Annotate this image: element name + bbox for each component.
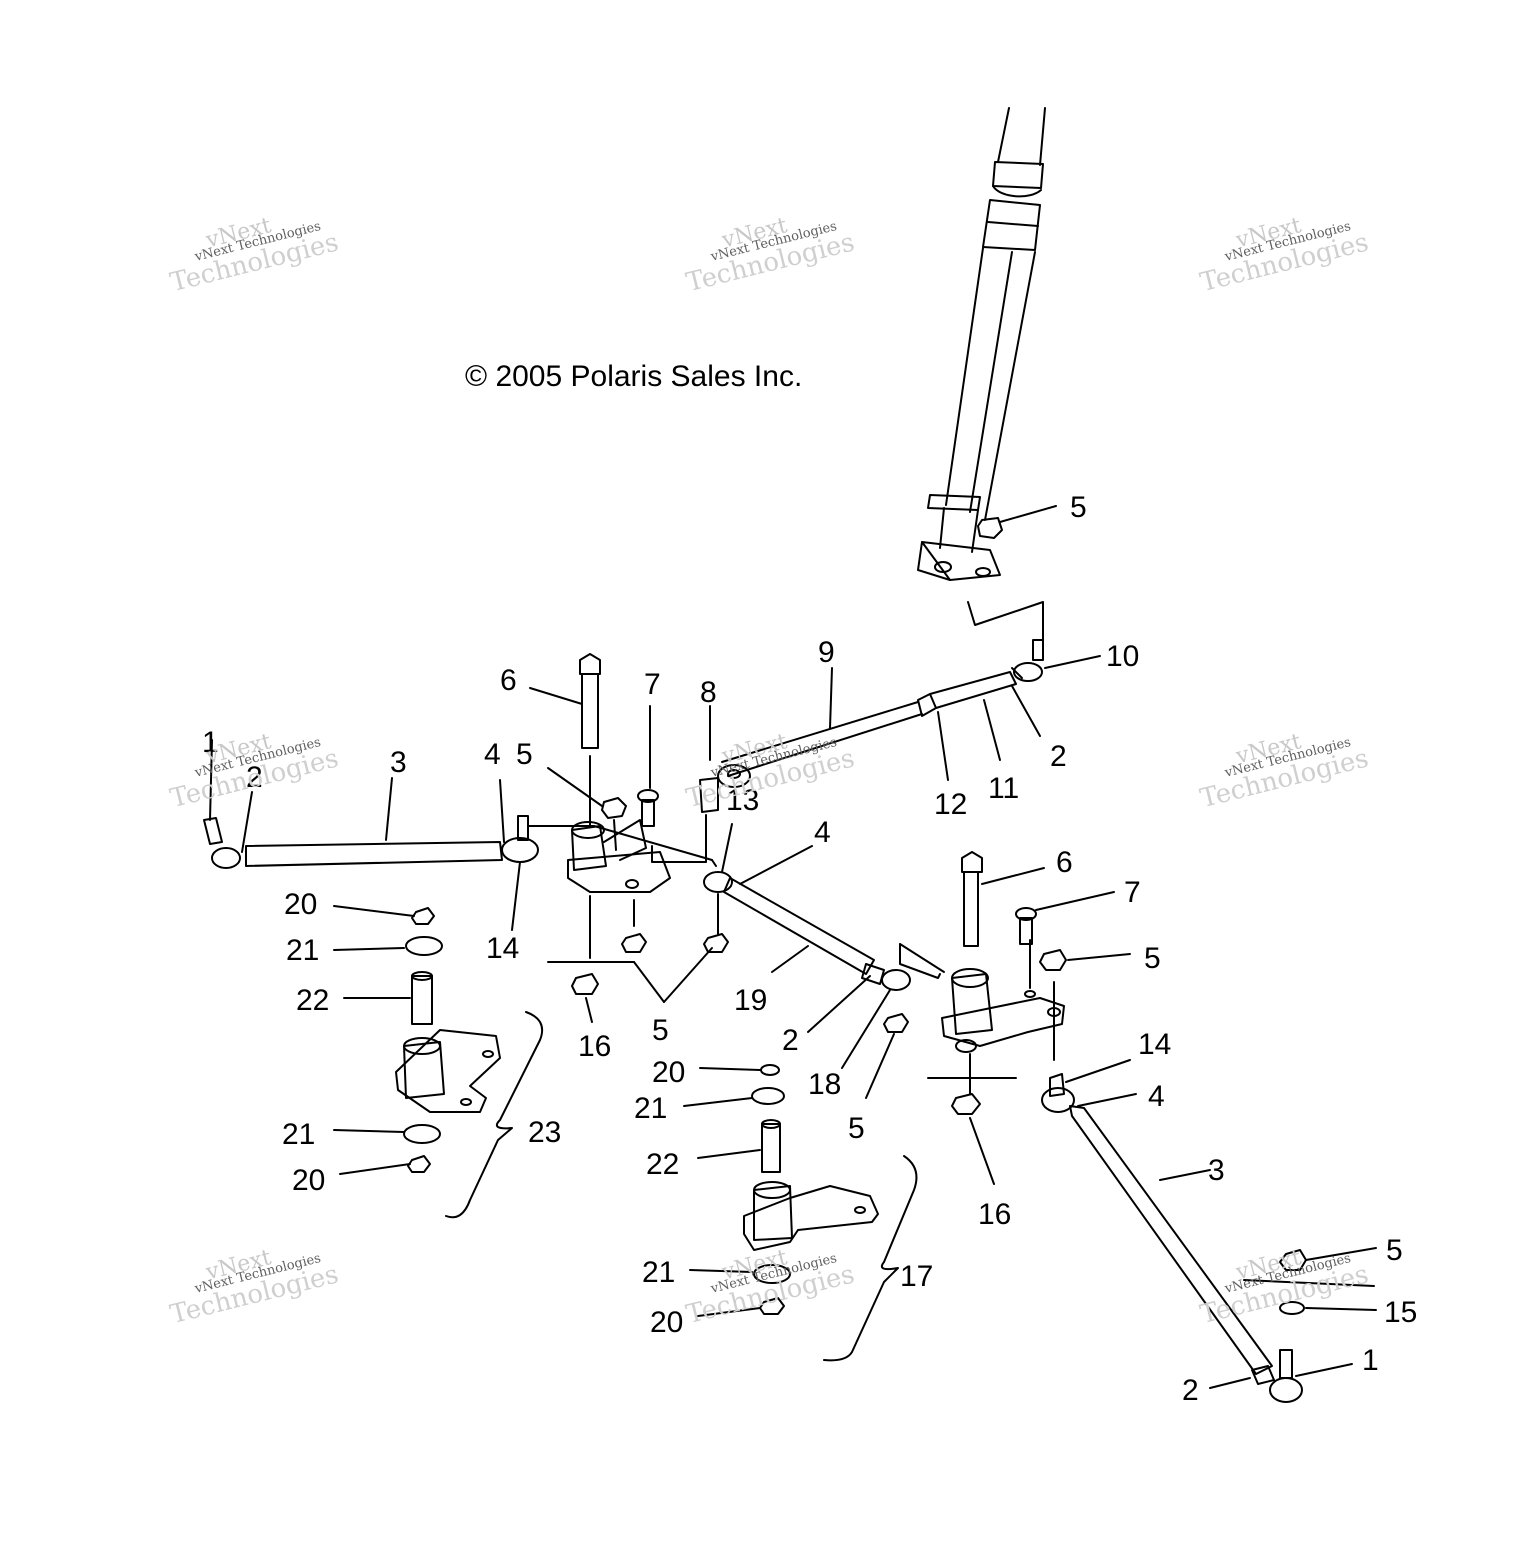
callout-labels: 1 2 3 4 5 6 7 8 9 10 2 11 12 13 4 5 20 2…	[202, 491, 1417, 1407]
callout-5-column: 5	[1070, 491, 1087, 524]
break-line	[967, 601, 1044, 641]
callout-5-right: 5	[1144, 942, 1161, 975]
callout-21-center-upper: 21	[634, 1092, 667, 1125]
callout-2-center: 2	[782, 1024, 799, 1057]
copyright-notice: © 2005 Polaris Sales Inc.	[465, 360, 803, 393]
nut-center	[865, 1013, 909, 1099]
callout-20-left-lower: 20	[292, 1164, 325, 1197]
callout-16-right: 16	[978, 1198, 1011, 1231]
callout-5-end: 5	[1386, 1234, 1403, 1267]
callout-5-center: 5	[848, 1112, 865, 1145]
callout-12: 12	[934, 788, 967, 821]
callout-19: 19	[734, 984, 767, 1017]
tie-rod-end-right	[1011, 639, 1101, 682]
tie-rod-right	[1041, 1059, 1353, 1403]
column-nut	[977, 505, 1057, 539]
callout-22-center: 22	[646, 1148, 679, 1181]
nut-left-upper	[547, 767, 627, 851]
callout-1-left: 1	[202, 726, 219, 759]
callout-23: 23	[528, 1116, 561, 1149]
callout-11: 11	[988, 772, 1019, 805]
callout-13: 13	[726, 784, 759, 817]
callout-5-lower-left: 5	[652, 1014, 669, 1047]
center-link	[703, 823, 911, 1069]
steering-column	[917, 107, 1046, 581]
nut-right-lower	[951, 1093, 995, 1185]
tie-rod-left	[203, 739, 539, 931]
callout-7-right: 7	[1124, 876, 1141, 909]
callout-21-left-lower: 21	[282, 1118, 315, 1151]
callout-6-right: 6	[1056, 846, 1073, 879]
callout-20-center-lower: 20	[650, 1306, 683, 1339]
callout-1-right: 1	[1362, 1344, 1379, 1377]
callout-6-left: 6	[500, 664, 517, 697]
callout-4-center: 4	[814, 816, 831, 849]
callout-16-left: 16	[578, 1030, 611, 1063]
callout-10: 10	[1106, 640, 1139, 673]
callout-3-right: 3	[1208, 1154, 1225, 1187]
callout-17: 17	[900, 1260, 933, 1293]
callout-2-drag-link: 2	[1050, 740, 1067, 773]
callout-14-right: 14	[1138, 1028, 1171, 1061]
callout-20-left-upper: 20	[284, 888, 317, 921]
bolt-left	[529, 653, 601, 827]
lower-nuts-left	[547, 933, 729, 1023]
callout-21-center-lower: 21	[642, 1256, 675, 1289]
callout-4-right: 4	[1148, 1080, 1165, 1113]
callout-2-right: 2	[1182, 1374, 1199, 1407]
bolt-right	[961, 851, 1045, 947]
callout-21-left-upper: 21	[286, 934, 319, 967]
callout-4-left: 4	[484, 738, 501, 771]
pitman-arm-right	[899, 939, 1065, 1095]
callout-15: 15	[1384, 1296, 1417, 1329]
idler-assembly-left	[333, 905, 544, 1219]
callout-8: 8	[700, 676, 717, 709]
pin-left	[637, 705, 659, 827]
callout-5-left: 5	[516, 738, 533, 771]
callout-20-center-upper: 20	[652, 1056, 685, 1089]
callout-22-left: 22	[296, 984, 329, 1017]
pitman-arm-left	[527, 819, 717, 959]
drag-link	[721, 667, 1041, 781]
callout-2-left: 2	[246, 761, 263, 794]
nut-washer-right-end	[1243, 1247, 1377, 1315]
callout-14-left: 14	[486, 932, 519, 965]
idler-assembly-center	[683, 1064, 918, 1362]
callout-7-left: 7	[644, 668, 661, 701]
ball-joint-center	[651, 705, 751, 863]
callout-9: 9	[818, 636, 835, 669]
pin-right	[1015, 891, 1115, 945]
callout-3-left: 3	[390, 746, 407, 779]
nut-right	[1039, 949, 1131, 971]
callout-18: 18	[808, 1068, 841, 1101]
